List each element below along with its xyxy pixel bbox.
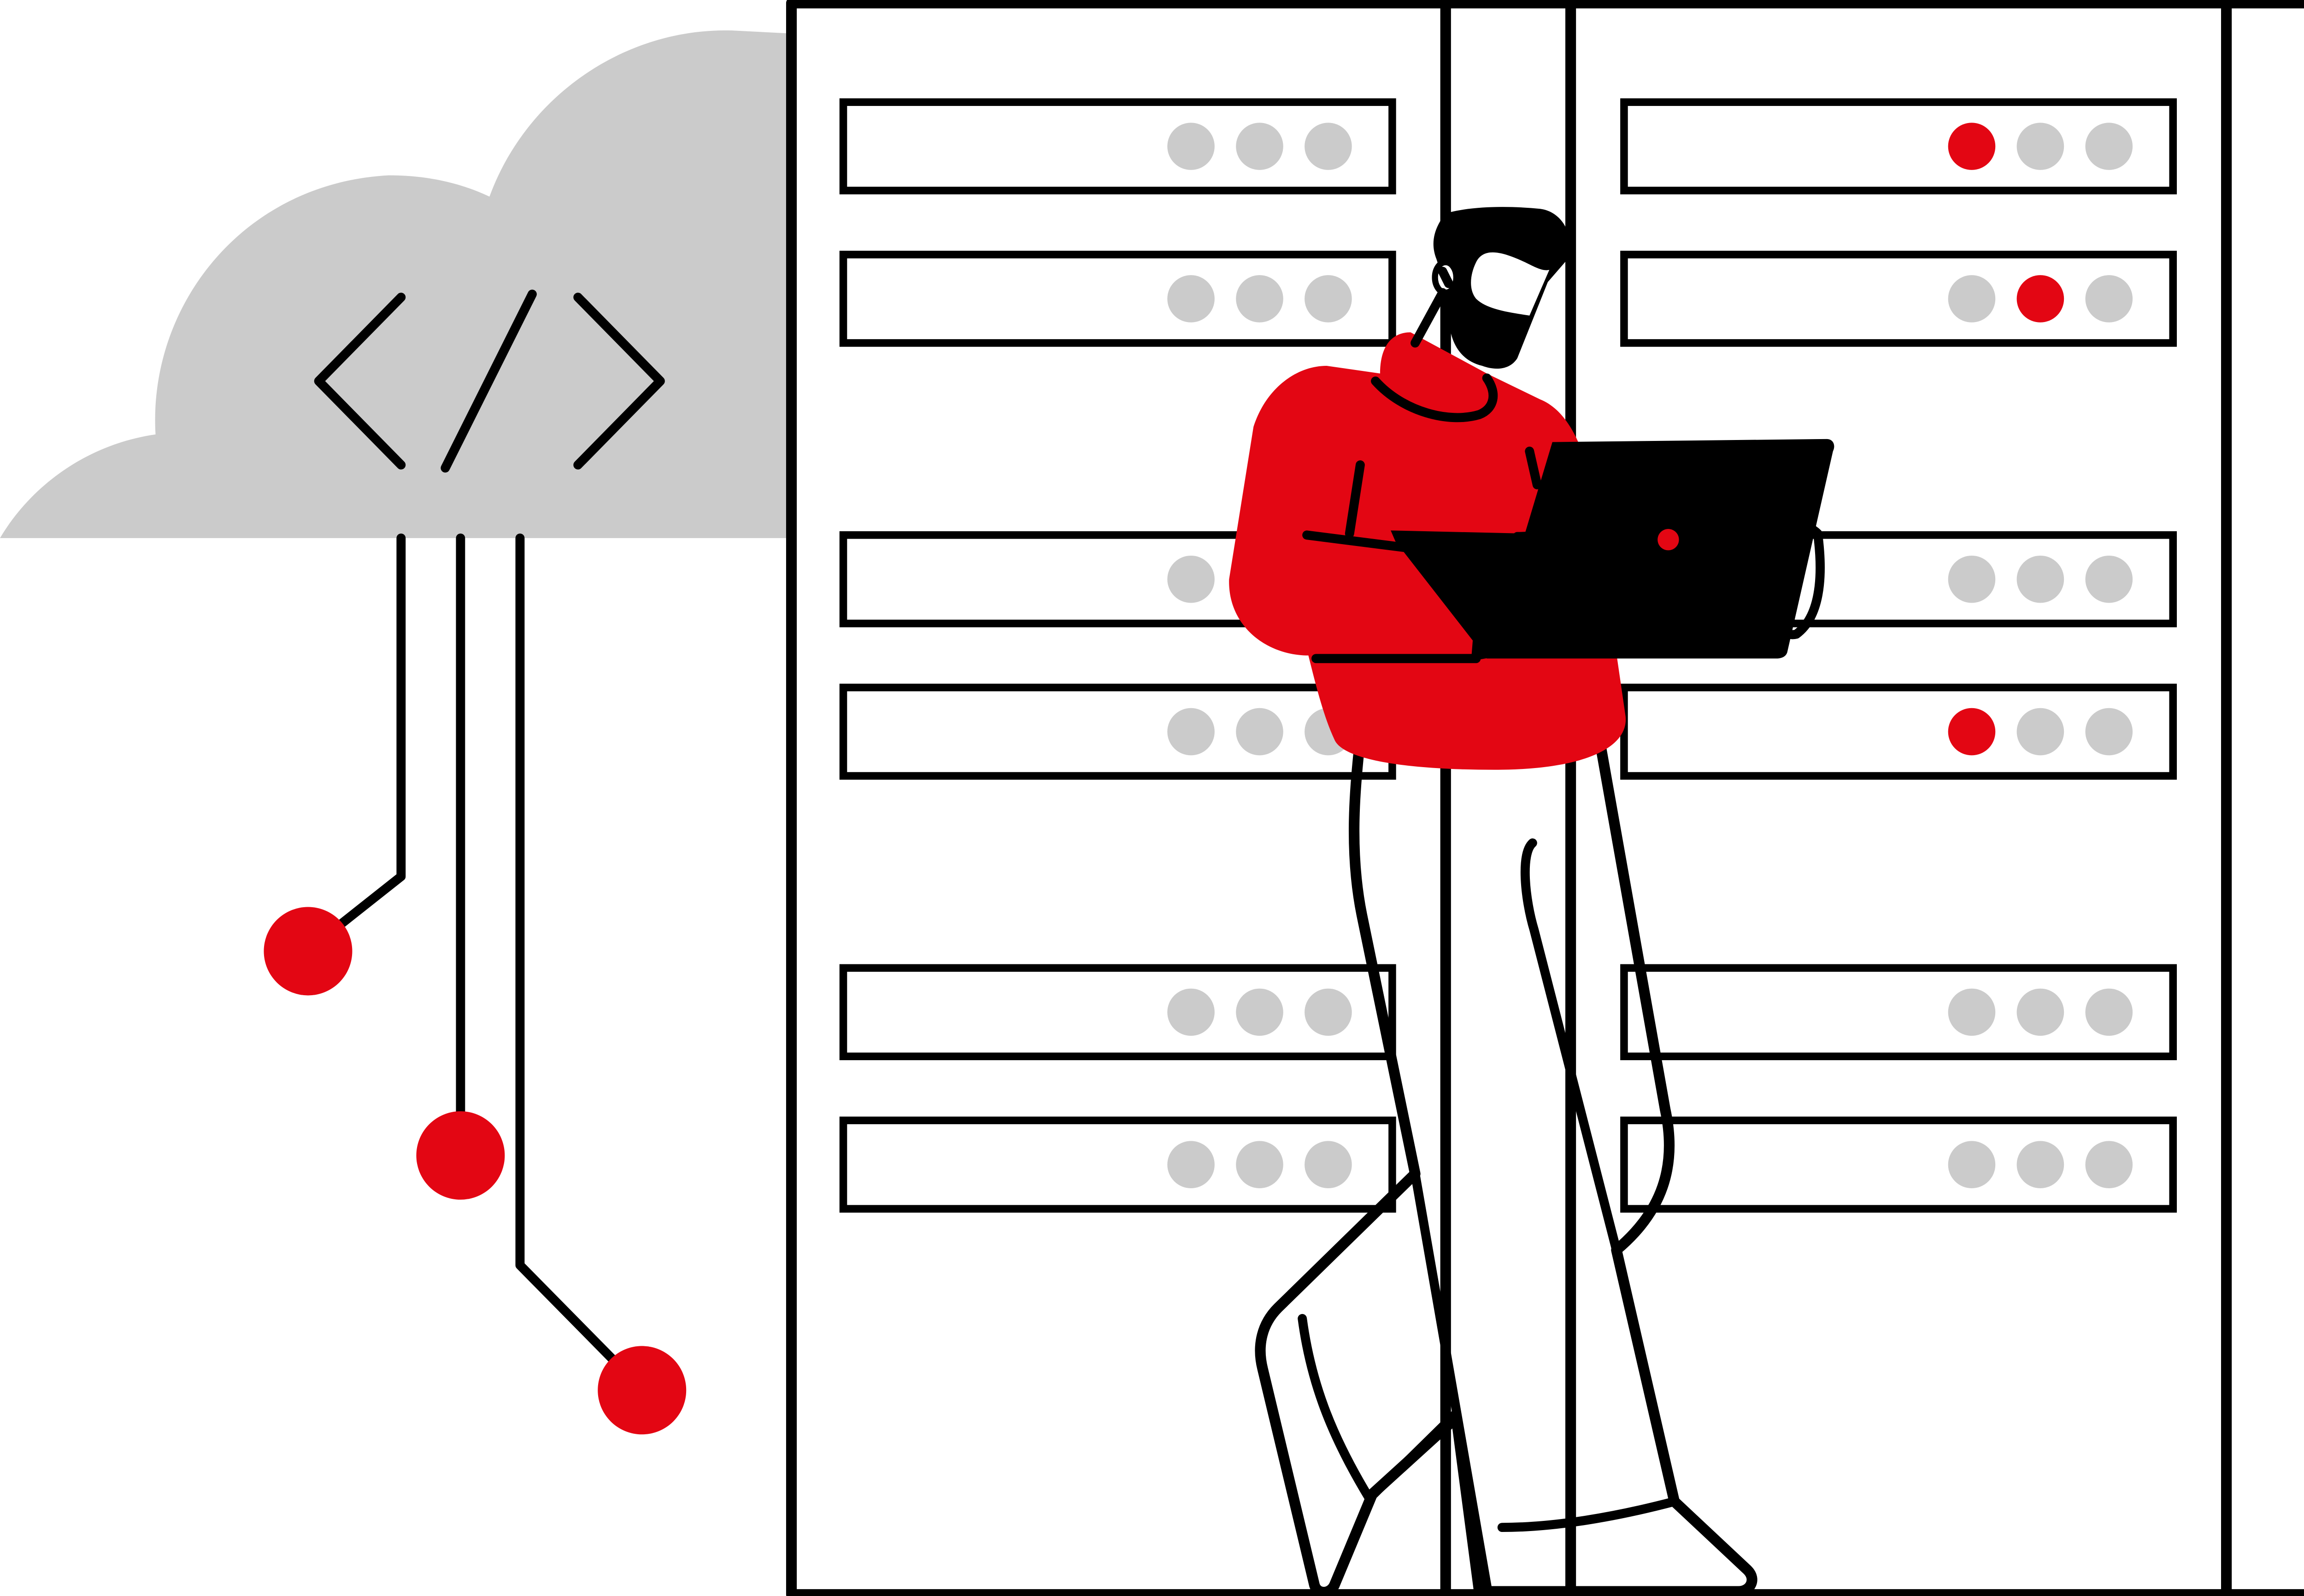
left-hand xyxy=(1471,530,1603,660)
code-brackets-icon xyxy=(314,289,665,473)
status-led xyxy=(2085,1141,2133,1188)
status-led xyxy=(1236,708,1283,756)
person xyxy=(1229,207,1834,1596)
server-unit xyxy=(839,1116,1396,1213)
server-unit xyxy=(1620,251,2177,347)
network-node xyxy=(264,907,353,996)
status-led xyxy=(1948,555,1996,603)
server-rack xyxy=(786,0,2304,1596)
face xyxy=(1471,252,1550,316)
status-led xyxy=(1305,1141,1352,1188)
status-led xyxy=(2085,123,2133,170)
tablet-icon xyxy=(1391,439,1834,659)
status-led xyxy=(2016,123,2064,170)
server-unit xyxy=(1620,964,2177,1061)
tablet-camera xyxy=(1657,529,1679,551)
status-led xyxy=(1167,123,1215,170)
status-led xyxy=(1167,708,1215,756)
network-node xyxy=(416,1111,505,1200)
cloud xyxy=(0,30,792,538)
status-led xyxy=(2016,555,2064,603)
server-unit xyxy=(839,98,1396,194)
status-led-active xyxy=(1948,708,1996,756)
status-led xyxy=(1948,275,1996,323)
status-led xyxy=(1236,988,1283,1036)
status-led xyxy=(1167,1141,1215,1188)
server-unit xyxy=(1620,1116,2177,1213)
status-led xyxy=(1305,123,1352,170)
cloud-shape xyxy=(0,30,792,538)
status-led xyxy=(2016,1141,2064,1188)
status-led xyxy=(1167,988,1215,1036)
status-led xyxy=(2085,555,2133,603)
cloud-network xyxy=(264,533,687,1435)
status-led xyxy=(2016,708,2064,756)
status-led xyxy=(2085,275,2133,323)
status-led xyxy=(1236,1141,1283,1188)
server-unit xyxy=(1620,683,2177,780)
status-led xyxy=(1305,275,1352,323)
server-unit xyxy=(839,251,1396,347)
status-led xyxy=(1305,988,1352,1036)
status-led-active xyxy=(1948,123,1996,170)
status-led xyxy=(2016,988,2064,1036)
back-leg xyxy=(1255,726,1757,1596)
status-led xyxy=(1167,275,1215,323)
status-led xyxy=(1948,988,1996,1036)
server-unit xyxy=(1620,98,2177,194)
status-led xyxy=(2085,988,2133,1036)
server-unit xyxy=(839,683,1396,780)
status-led xyxy=(1236,275,1283,323)
network-node xyxy=(598,1346,687,1435)
status-led xyxy=(1167,555,1215,603)
right-hand xyxy=(1757,517,1825,640)
status-led-active xyxy=(2016,275,2064,323)
status-led xyxy=(2085,708,2133,756)
server-unit xyxy=(839,964,1396,1061)
status-led xyxy=(1236,123,1283,170)
status-led xyxy=(1948,1141,1996,1188)
